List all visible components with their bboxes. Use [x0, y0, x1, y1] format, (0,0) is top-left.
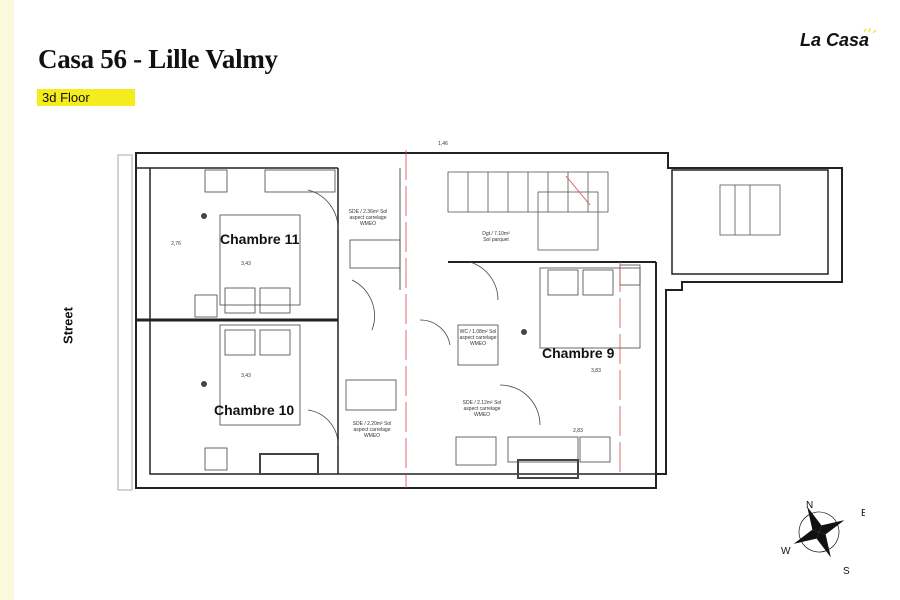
plan-text: 1,46	[438, 141, 448, 147]
plan-text: 2,76	[171, 241, 181, 247]
plan-polygon	[807, 506, 822, 532]
plan-path	[419, 319, 451, 346]
plan-rect	[259, 287, 291, 314]
plan-rect	[349, 239, 401, 269]
compass-e: E	[861, 508, 865, 519]
plan-rect	[224, 287, 256, 314]
plan-polygon	[819, 520, 845, 535]
plan-path	[136, 167, 656, 475]
plan-rect	[117, 154, 133, 491]
plan-text: 3,43	[241, 261, 251, 267]
plan-line	[863, 28, 867, 33]
la-casa-logo: La Casa	[800, 27, 877, 50]
plan-rect	[582, 269, 614, 296]
plan-text: Sol parquet	[483, 237, 509, 243]
plan-rect	[537, 191, 599, 251]
plan-g	[447, 171, 781, 251]
plan-text: 3,43	[241, 373, 251, 379]
plan-circle	[798, 511, 840, 553]
plan-text: SDE / 2.12m² Sol	[463, 400, 502, 406]
plan-rect	[547, 269, 579, 296]
room-label-chambre-11: Chambre 11	[220, 231, 300, 247]
plan-rect	[204, 447, 228, 471]
plan-text: WMEO	[470, 341, 486, 347]
plan-g	[307, 189, 541, 446]
plan-line	[872, 29, 877, 34]
plan-rect	[507, 436, 579, 463]
plan-polygon	[816, 532, 831, 558]
plan-text: aspect carrelage	[350, 215, 387, 221]
plan-text: SDE / 2.36m² Sol	[349, 209, 388, 215]
plan-rect	[345, 379, 397, 411]
plan-g: N E S W	[781, 500, 865, 577]
plan-rect	[264, 169, 336, 193]
plan-g	[117, 152, 843, 491]
plan-circle	[521, 329, 527, 335]
plan-text: 2,83	[573, 428, 583, 434]
page-title: Casa 56 - Lille Valmy	[38, 44, 278, 74]
plan-rect	[259, 453, 319, 475]
plan-text: Dgt / 7.10m²	[482, 231, 510, 237]
plan-g	[863, 27, 877, 34]
compass-rose: N E S W	[781, 500, 865, 577]
plan-text: WMEO	[474, 412, 490, 418]
plan-circle	[201, 213, 207, 219]
plan-rect	[224, 329, 256, 356]
plan-g: Chambre 11 Chambre 10 Chambre 9	[214, 231, 615, 418]
plan-polygon	[793, 529, 819, 544]
plan-rect	[204, 169, 228, 193]
plan-g	[793, 506, 845, 558]
plan-rect	[219, 324, 301, 426]
plan-rect	[671, 169, 829, 275]
plan-text: aspect carrelage	[460, 335, 497, 341]
plan-text: aspect carrelage	[354, 427, 391, 433]
plan-rect	[539, 267, 641, 349]
room-label-chambre-9: Chambre 9	[542, 345, 615, 361]
plan-text: WC / 1.08m² Sol	[460, 329, 497, 335]
compass-s: S	[843, 566, 850, 577]
plan-text: SDE / 2.20m² Sol	[353, 421, 392, 427]
plan-text: aspect carrelage	[464, 406, 501, 412]
plan-g	[201, 213, 527, 387]
compass-n: N	[806, 500, 813, 511]
floor-badge: 3d Floor	[37, 89, 135, 106]
plan-rect	[194, 294, 218, 318]
side-strip	[0, 0, 14, 600]
plan-rect	[579, 436, 611, 463]
plan-circle	[201, 381, 207, 387]
plan-text: La Casa	[800, 30, 869, 50]
plan-rect	[457, 324, 499, 366]
plan-path	[307, 409, 339, 446]
plan-g	[405, 150, 621, 488]
outer-wall	[135, 152, 843, 489]
plan-path	[469, 261, 499, 301]
room-label-chambre-10: Chambre 10	[214, 402, 294, 418]
plan-line	[565, 175, 591, 206]
compass-w: W	[781, 546, 791, 557]
plan-path	[351, 279, 375, 331]
plan-rect	[455, 436, 497, 466]
plan-rect	[259, 329, 291, 356]
plan-g	[194, 169, 641, 479]
plan-text: 3,83	[591, 368, 601, 374]
plan-text: WMEO	[364, 433, 380, 439]
plan-line	[868, 27, 871, 33]
plan-text: WMEO	[360, 221, 376, 227]
plan-rect	[517, 459, 579, 479]
plan-path	[499, 384, 541, 426]
plan-path	[307, 189, 339, 231]
